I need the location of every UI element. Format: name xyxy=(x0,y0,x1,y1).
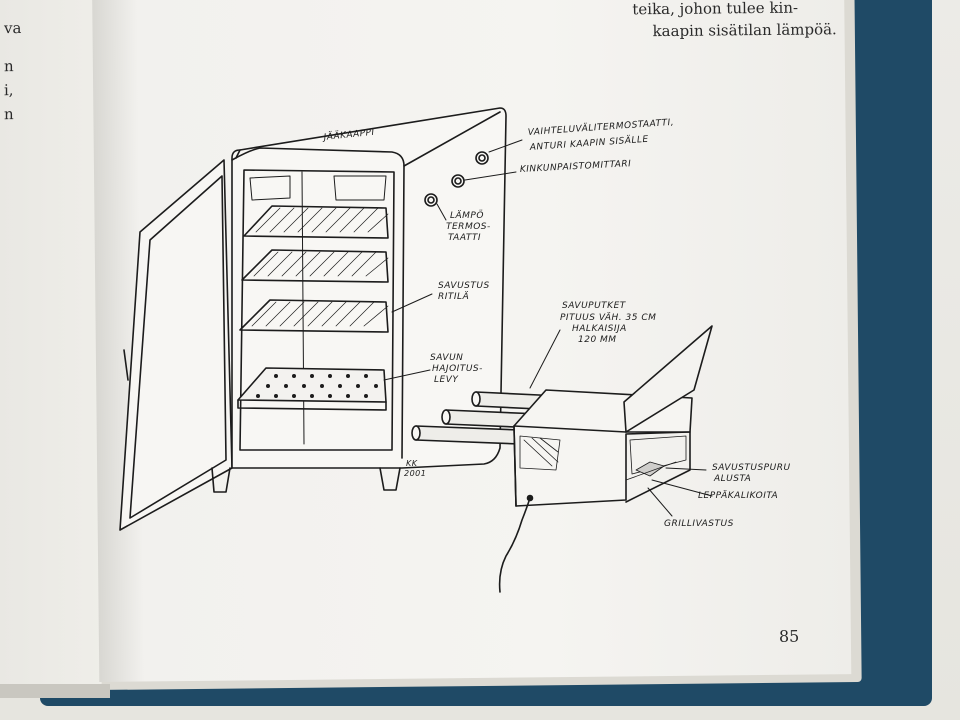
label-sawdust: SAVUSTUSPURU xyxy=(712,463,791,473)
drawing-ink xyxy=(119,107,713,593)
label-pipes: 120 MM xyxy=(578,335,617,345)
label-diffuser: LEVY xyxy=(434,375,459,385)
smoking-racks xyxy=(239,205,389,333)
fridge-door xyxy=(119,159,233,531)
leader-lines xyxy=(383,139,713,517)
label-grill: GRILLIVASTUS xyxy=(664,519,734,529)
fridge-feet xyxy=(211,467,401,493)
box-interior xyxy=(519,435,687,481)
label-heat-thermostat: LÄMPÖ xyxy=(450,210,484,221)
label-alder: LEPPÄKALIKOITA xyxy=(698,490,778,501)
rack-hatching xyxy=(251,207,389,327)
label-group: JÄÄKAAPPI VAIHTELUVÄLITERMOSTAATTI, ANTU… xyxy=(321,117,790,529)
label-pipes: PITUUS VÄH. 35 CM xyxy=(560,312,656,323)
smoke-generator-lid xyxy=(623,325,713,433)
power-cord xyxy=(498,494,534,593)
diffuser-holes xyxy=(256,374,378,398)
artist-signature: 2001 xyxy=(404,469,426,478)
label-pipes: SAVUPUTKET xyxy=(562,301,627,311)
label-pipes: HALKAISIJA xyxy=(572,324,627,334)
dial-icon xyxy=(424,151,489,207)
label-heat-thermostat: TAATTI xyxy=(448,233,481,243)
label-sawdust: ALUSTA xyxy=(713,474,751,484)
label-diffuser: SAVUN xyxy=(430,353,463,363)
label-smoking-rack: SAVUSTUS xyxy=(438,281,490,291)
artist-signature: KK xyxy=(406,459,418,468)
page-edge-strip xyxy=(0,684,110,698)
label-thermostat: VAIHTELUVÄLITERMOSTAATTI, xyxy=(527,117,674,138)
label-smoking-rack: RITILÄ xyxy=(438,291,469,302)
label-ham-meter: KINKUNPAISTOMITTARI xyxy=(520,159,632,175)
label-diffuser: HAJOITUS- xyxy=(432,364,483,374)
label-heat-thermostat: TERMOS- xyxy=(446,222,491,232)
